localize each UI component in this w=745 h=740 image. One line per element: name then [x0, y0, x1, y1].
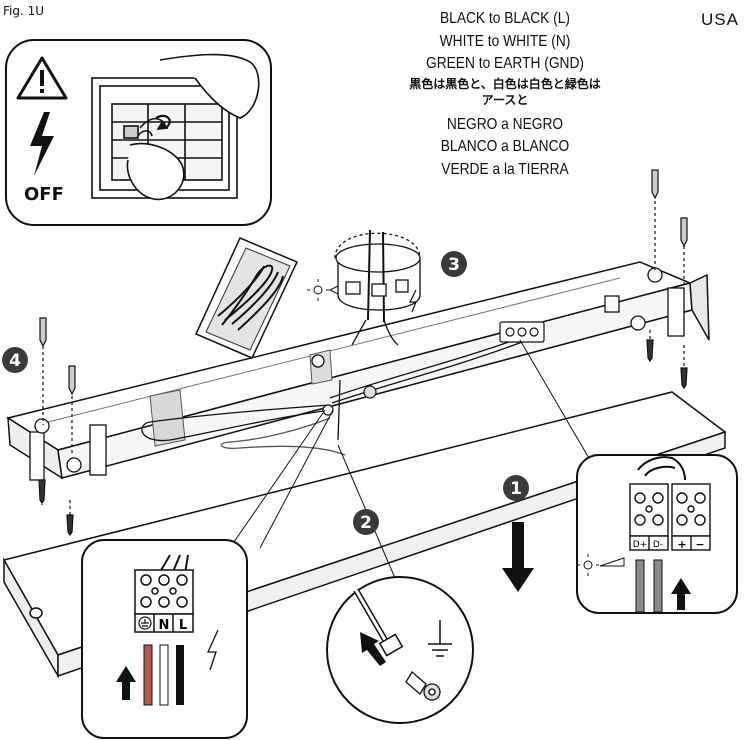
step-badge-2: 2 [353, 509, 379, 535]
step-badge-4: 4 [2, 347, 28, 373]
terminal-dminus-label: D- [653, 540, 663, 550]
step-badge-1: 1 [503, 475, 529, 501]
dim-icon [577, 554, 625, 576]
instruction-es-green: VERDE a la TIERRA [441, 160, 569, 178]
terminal-neutral-label: N [159, 618, 170, 633]
power-off-panel: OFF [5, 39, 272, 226]
off-label: OFF [24, 184, 64, 205]
junction-box [334, 229, 421, 346]
arrow-up-icon [360, 632, 386, 666]
arrow-up-icon [116, 666, 136, 700]
lightning-icon [409, 289, 417, 313]
ground-connection-detail [326, 576, 474, 724]
ground-screw-detail [405, 671, 441, 701]
terminal-plus-label: + [677, 538, 686, 551]
leader-lines [224, 339, 591, 579]
left-mounting-bracket [29, 354, 325, 481]
instruction-jp-1: 黒色は黒色と、白色は白色と緑色は [409, 76, 601, 91]
svg-text:1: 1 [510, 479, 522, 499]
figure-label: Fig. 1U [3, 4, 45, 18]
lightning-icon [206, 629, 219, 671]
instruction-es-white: BLANCO a BLANCO [440, 138, 570, 155]
ground-screw [322, 385, 377, 416]
terminal-minus-label: − [695, 538, 704, 551]
ground-icon [138, 616, 152, 630]
terminal-line-label: L [179, 618, 187, 633]
instruction-jp-2: アースと [481, 92, 529, 107]
dim-icon [307, 279, 339, 301]
step-badge-3: 3 [441, 251, 467, 277]
terminal-dplus-label: D+ [633, 540, 647, 550]
instruction-green: GREEN to EARTH (GND) [425, 55, 584, 72]
warning-triangle-icon [16, 56, 68, 100]
right-mounting-bracket [604, 267, 685, 337]
wiring-instructions: BLACK to BLACK (L) WHITE to WHITE (N) GR… [340, 8, 670, 181]
mounting-screws [38, 169, 688, 537]
mains-terminal-detail: N L [81, 539, 248, 739]
wire-package [194, 237, 299, 359]
arrow-up-icon [671, 578, 691, 610]
lightning-icon [30, 112, 54, 176]
svg-text:4: 4 [9, 351, 21, 371]
instruction-es-black: NEGRO a NEGRO [446, 115, 564, 133]
arrow-down-icon [502, 522, 534, 592]
tray-terminal-block [499, 321, 545, 343]
svg-text:3: 3 [448, 255, 460, 275]
ground-icon [428, 620, 452, 657]
dimming-terminal-detail: D+ D- + − [576, 454, 738, 614]
internal-wires [141, 337, 523, 456]
region-label: USA [701, 10, 739, 29]
breaker-panel-illustration [91, 53, 260, 201]
instruction-white: WHITE to WHITE (N) [439, 32, 571, 50]
instruction-black: BLACK to BLACK (L) [439, 10, 570, 27]
svg-text:2: 2 [360, 513, 372, 533]
